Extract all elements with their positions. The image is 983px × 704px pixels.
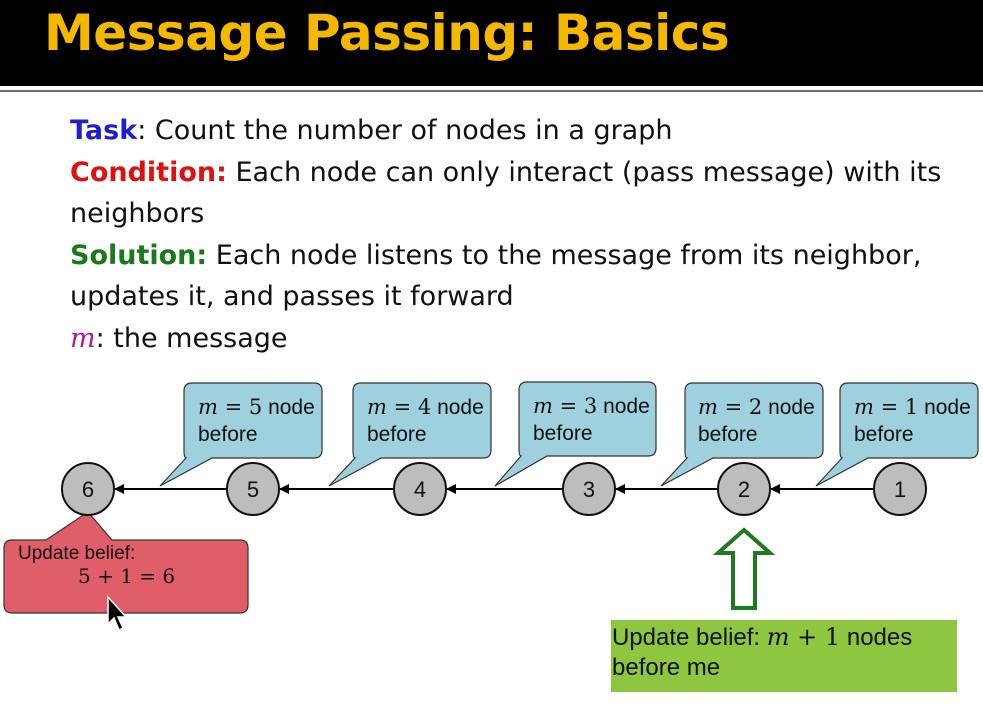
condition-label: Condition: <box>70 156 227 188</box>
node-6 <box>61 462 115 516</box>
callout-eq-2: = 2 <box>717 395 763 419</box>
callout-before-2: before <box>698 423 758 446</box>
callout-bubble-5 <box>159 382 323 487</box>
node-1 <box>873 462 927 516</box>
green-note-suffix: nodes before me <box>612 624 913 681</box>
m-symbol: m <box>70 322 96 354</box>
node-5 <box>226 462 280 516</box>
red-note-equation: 5 + 1 = 6 <box>78 564 176 588</box>
callout-text-5: m = 5 node before <box>198 394 315 448</box>
red-note-title: Update belief: <box>18 543 136 564</box>
node-label-4: 4 <box>414 477 426 502</box>
callout-eq-5: = 5 <box>217 395 263 419</box>
callout-node-3: node <box>597 395 650 418</box>
task-text: : Count the number of nodes in a graph <box>137 115 673 146</box>
mouse-cursor-icon <box>107 595 128 632</box>
green-note-text: Update belief: m + 1 nodes before me <box>612 622 952 683</box>
solution-line: Solution: Each node listens to the messa… <box>70 235 950 318</box>
condition-line: Condition: Each node can only interact (… <box>70 152 950 235</box>
red-note-bubble <box>3 511 249 614</box>
green-note-expr: + 1 <box>789 623 841 651</box>
node-label-5: 5 <box>247 477 259 502</box>
green-note-prefix: Update belief: <box>612 624 767 651</box>
task-line: Task: Count the number of nodes in a gra… <box>70 110 950 152</box>
green-note-m: m <box>766 623 790 651</box>
callout-before-3: before <box>533 422 593 445</box>
callout-before-4: before <box>367 423 427 446</box>
callout-text-4: m = 4 node before <box>367 394 484 448</box>
callout-node-4: node <box>431 396 484 419</box>
slide-title: Message Passing: Basics <box>44 4 730 62</box>
callout-m-2: m <box>698 395 718 419</box>
node-label-2: 2 <box>738 477 750 502</box>
callout-before-1: before <box>854 423 914 446</box>
callout-m-5: m <box>198 395 218 419</box>
callout-node-2: node <box>762 396 815 419</box>
title-bar: Message Passing: Basics <box>0 0 983 86</box>
task-label: Task <box>70 115 138 146</box>
callout-bubble-3 <box>494 381 657 487</box>
callout-bubble-4 <box>328 382 492 487</box>
callout-m-3: m <box>533 394 553 418</box>
title-divider <box>0 90 983 92</box>
node-3 <box>562 462 616 516</box>
green-up-arrow <box>712 527 776 610</box>
callout-node-5: node <box>262 396 315 419</box>
node-2 <box>717 462 771 516</box>
message-text: : the message <box>95 322 288 354</box>
callout-eq-3: = 3 <box>552 394 598 418</box>
callout-m-4: m <box>367 395 387 419</box>
node-label-1: 1 <box>894 477 906 502</box>
message-line: m: the message <box>70 318 950 360</box>
callout-text-2: m = 2 node before <box>698 394 815 448</box>
solution-label: Solution: <box>70 239 208 271</box>
callout-m-1: m <box>854 395 874 419</box>
callout-eq-1: = 1 <box>873 395 919 419</box>
callout-before-5: before <box>198 423 258 446</box>
green-note-box <box>611 620 957 692</box>
node-label-3: 3 <box>583 477 595 502</box>
callout-text-3: m = 3 node before <box>533 393 650 447</box>
node-4 <box>393 462 447 516</box>
callout-text-1: m = 1 node before <box>854 394 971 448</box>
red-note-text: Update belief: 5 + 1 = 6 <box>18 543 238 587</box>
callout-node-1: node <box>918 396 971 419</box>
slide-body: Task: Count the number of nodes in a gra… <box>70 110 950 359</box>
condition-text: Each node can only interact (pass messag… <box>70 156 942 230</box>
callout-bubble-1 <box>815 382 979 487</box>
callout-bubble-2 <box>660 382 824 487</box>
callout-eq-4: = 4 <box>386 395 432 419</box>
solution-text: Each node listens to the message from it… <box>70 239 922 313</box>
node-label-6: 6 <box>82 477 94 502</box>
